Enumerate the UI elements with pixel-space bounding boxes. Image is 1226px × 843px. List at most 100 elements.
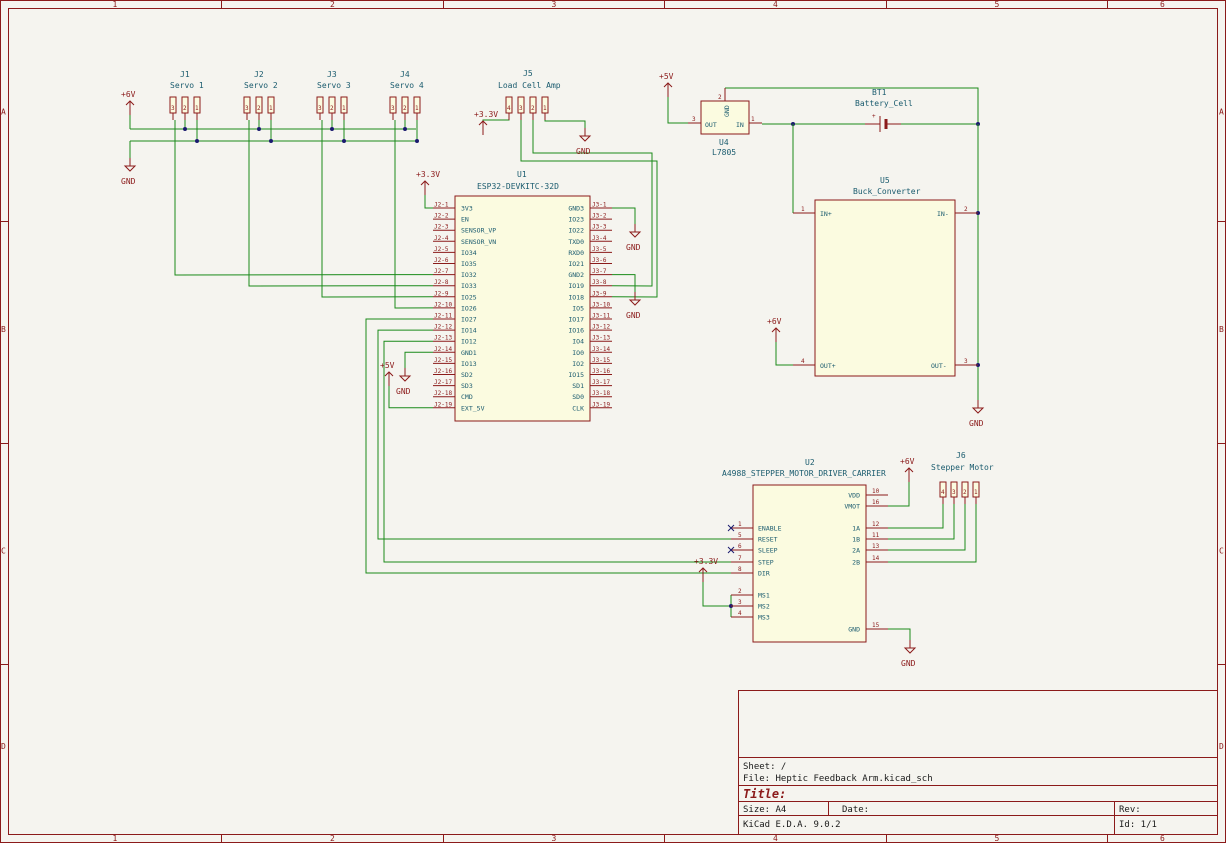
- gnd-esp-gnd2: GND: [626, 292, 642, 320]
- esp32-pin-io19: IO19: [568, 282, 584, 290]
- esp32-left-pin-num: J2-12: [434, 324, 452, 331]
- esp32-pin-io5: IO5: [572, 304, 584, 312]
- wire-ms-pwr: [702, 582, 731, 607]
- a4988-pin-sleep: SLEEP: [758, 547, 778, 555]
- wire-servo3-sig: [321, 120, 434, 298]
- esp32-right-pin-num: J3-8: [592, 279, 607, 286]
- esp32-right-pin-num: J3-5: [592, 246, 607, 253]
- buck-value: Buck_Converter: [853, 187, 921, 196]
- battery-ref: BT1: [872, 88, 887, 97]
- wire-esp-gnd1: [404, 351, 433, 368]
- col-label-bottom: 4: [773, 834, 778, 843]
- esp32-pin-io2: IO2: [572, 360, 584, 368]
- esp32-left-pin-num: J2-14: [434, 346, 452, 353]
- row-label-right: B: [1219, 325, 1224, 334]
- esp32-body: [454, 195, 591, 422]
- wire-loadcell-sck: [520, 113, 658, 298]
- a4988-pin-step: STEP: [758, 559, 774, 567]
- esp32-pin-io33: IO33: [461, 282, 477, 290]
- esp32-pin-sensor_vn: SENSOR_VN: [461, 238, 496, 246]
- esp32-pin-io32: IO32: [461, 271, 477, 279]
- esp32-pin-io25: IO25: [461, 293, 477, 301]
- a4988-pin-enable: ENABLE: [758, 525, 782, 533]
- power-label: +3.3V: [416, 170, 440, 179]
- servo-pin-num: 2: [183, 105, 187, 112]
- a4988-right-pin-num: 15: [872, 622, 880, 629]
- servo-ref: J1: [180, 70, 190, 79]
- power-label: +6V: [900, 457, 915, 466]
- esp32-ref: U1: [517, 170, 527, 179]
- wire-reg-gnd: [725, 87, 979, 124]
- tb-tool: KiCad E.D.A. 9.0.2: [743, 820, 841, 830]
- a4988-right-pin-num: 11: [872, 532, 880, 539]
- col-label-bottom: 6: [1160, 834, 1165, 843]
- esp32-pin-ext_5v: EXT_5V: [461, 404, 485, 412]
- esp32-pin-io4: IO4: [572, 338, 584, 346]
- wire-coil-2a: [888, 504, 966, 551]
- wire-esp-ext5v: [388, 386, 433, 409]
- row-label-right: D: [1219, 742, 1224, 751]
- a4988-left-pin-num: 3: [738, 599, 742, 606]
- battery-value: Battery_Cell: [855, 99, 913, 108]
- esp32-pin-io13: IO13: [461, 360, 477, 368]
- a4988-value: A4988_STEPPER_MOTOR_DRIVER_CARRIER: [722, 469, 886, 478]
- esp32-pin-io17: IO17: [568, 316, 584, 324]
- esp32-left-pin-num: J2-9: [434, 290, 449, 297]
- gnd-label: GND: [626, 243, 641, 252]
- esp32-left-pin-num: J2-19: [434, 401, 452, 408]
- loadcell-pin-num: 3: [519, 105, 523, 112]
- wire-servo1-sig: [174, 120, 434, 276]
- esp32-right-pin-num: J3-15: [592, 357, 610, 364]
- pwr-5v-reg: +5V: [659, 72, 674, 97]
- esp32-right-pin-num: J3-19: [592, 401, 610, 408]
- esp32-left-pin-num: J2-4: [434, 235, 449, 242]
- wire-esp-gnd3: [612, 207, 636, 224]
- tb-date: Date:: [842, 805, 869, 815]
- esp32-pin-io26: IO26: [461, 304, 477, 312]
- inner-frame: [8, 8, 1218, 835]
- col-label-top: 1: [113, 0, 118, 9]
- servo-value: Servo 3: [317, 81, 351, 90]
- a4988-pin-ms1: MS1: [758, 592, 770, 600]
- l7805-pin-out: OUT: [705, 121, 717, 129]
- l7805-num-in: 1: [751, 116, 755, 123]
- wire-servo2-sig: [248, 120, 434, 287]
- col-label-bottom: 5: [995, 834, 1000, 843]
- pwr-33v-driver: +3.3V: [694, 557, 718, 582]
- servo-pin-num: 1: [195, 105, 199, 112]
- esp32-pin-io21: IO21: [568, 260, 584, 268]
- a4988-pin-vmot: VMOT: [844, 503, 860, 511]
- wire-loadcell-gnd: [544, 113, 586, 128]
- power-label: +3.3V: [474, 110, 498, 119]
- a4988-left-pin-num: 5: [738, 532, 742, 539]
- esp32-pin-io22: IO22: [568, 227, 584, 235]
- stepper-pin-num: 3: [952, 489, 956, 496]
- esp32-right-pin-num: J3-17: [592, 379, 610, 386]
- servo-pin-num: 1: [269, 105, 273, 112]
- junction-dot: [195, 139, 199, 143]
- servo-pin-num: 2: [257, 105, 261, 112]
- esp32-right-pin-num: J3-11: [592, 313, 610, 320]
- a4988-pin-1b: 1B: [852, 536, 860, 544]
- l7805-num-out: 3: [692, 116, 696, 123]
- esp32-right-pin-num: J3-2: [592, 213, 607, 220]
- servo-pin-num: 3: [391, 105, 395, 112]
- esp32-pin-rxd0: RXD0: [568, 249, 584, 257]
- esp32-pin-sd1: SD1: [572, 382, 584, 390]
- gnd-label: GND: [626, 311, 641, 320]
- loadcell-pin-num: 1: [543, 105, 547, 112]
- esp32-pin-io14: IO14: [461, 327, 477, 335]
- esp32-pin-io23: IO23: [568, 216, 584, 224]
- wire-reset-io14: [377, 329, 731, 540]
- wire-step-io12: [383, 340, 731, 563]
- servo-value: Servo 2: [244, 81, 278, 90]
- wire-vmot: [888, 482, 910, 507]
- esp32-pin-sd2: SD2: [461, 371, 473, 379]
